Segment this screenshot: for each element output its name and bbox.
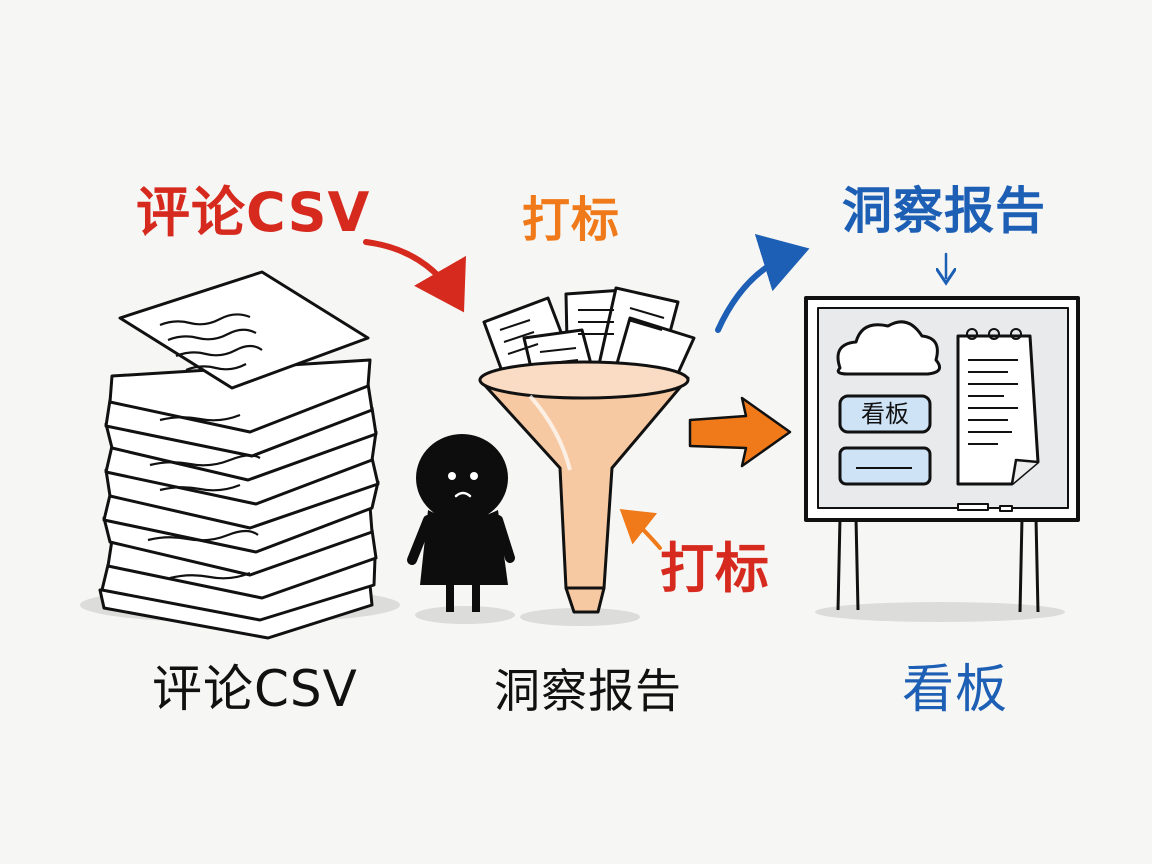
arrow-red xyxy=(363,239,466,313)
cloud-icon xyxy=(836,320,942,376)
funnel-shadow xyxy=(520,608,640,626)
character-shadow xyxy=(415,606,515,624)
arrow-blue xyxy=(715,233,810,333)
paper-stack-icon xyxy=(98,270,380,640)
arrow-orange-block xyxy=(688,396,792,468)
label-tagging-top: 打标 xyxy=(522,192,621,248)
board-shadow xyxy=(815,602,1065,622)
character-icon xyxy=(407,434,515,612)
label-dashboard-bottom: 看板 xyxy=(902,660,1009,720)
label-comments-csv-top: 评论CSV xyxy=(136,181,371,244)
board-tag-label: 看板 xyxy=(861,400,909,428)
label-insight-report-top: 洞察报告 xyxy=(842,182,1046,240)
arrow-orange-small xyxy=(619,509,662,550)
whiteboard-icon xyxy=(804,296,1080,613)
label-tagging-middle: 打标 xyxy=(660,537,770,600)
notepad-icon xyxy=(956,328,1040,486)
label-insight-report-bottom: 洞察报告 xyxy=(494,664,682,718)
label-comments-csv-bottom: 评论CSV xyxy=(152,660,358,718)
funnel-icon xyxy=(478,286,696,614)
